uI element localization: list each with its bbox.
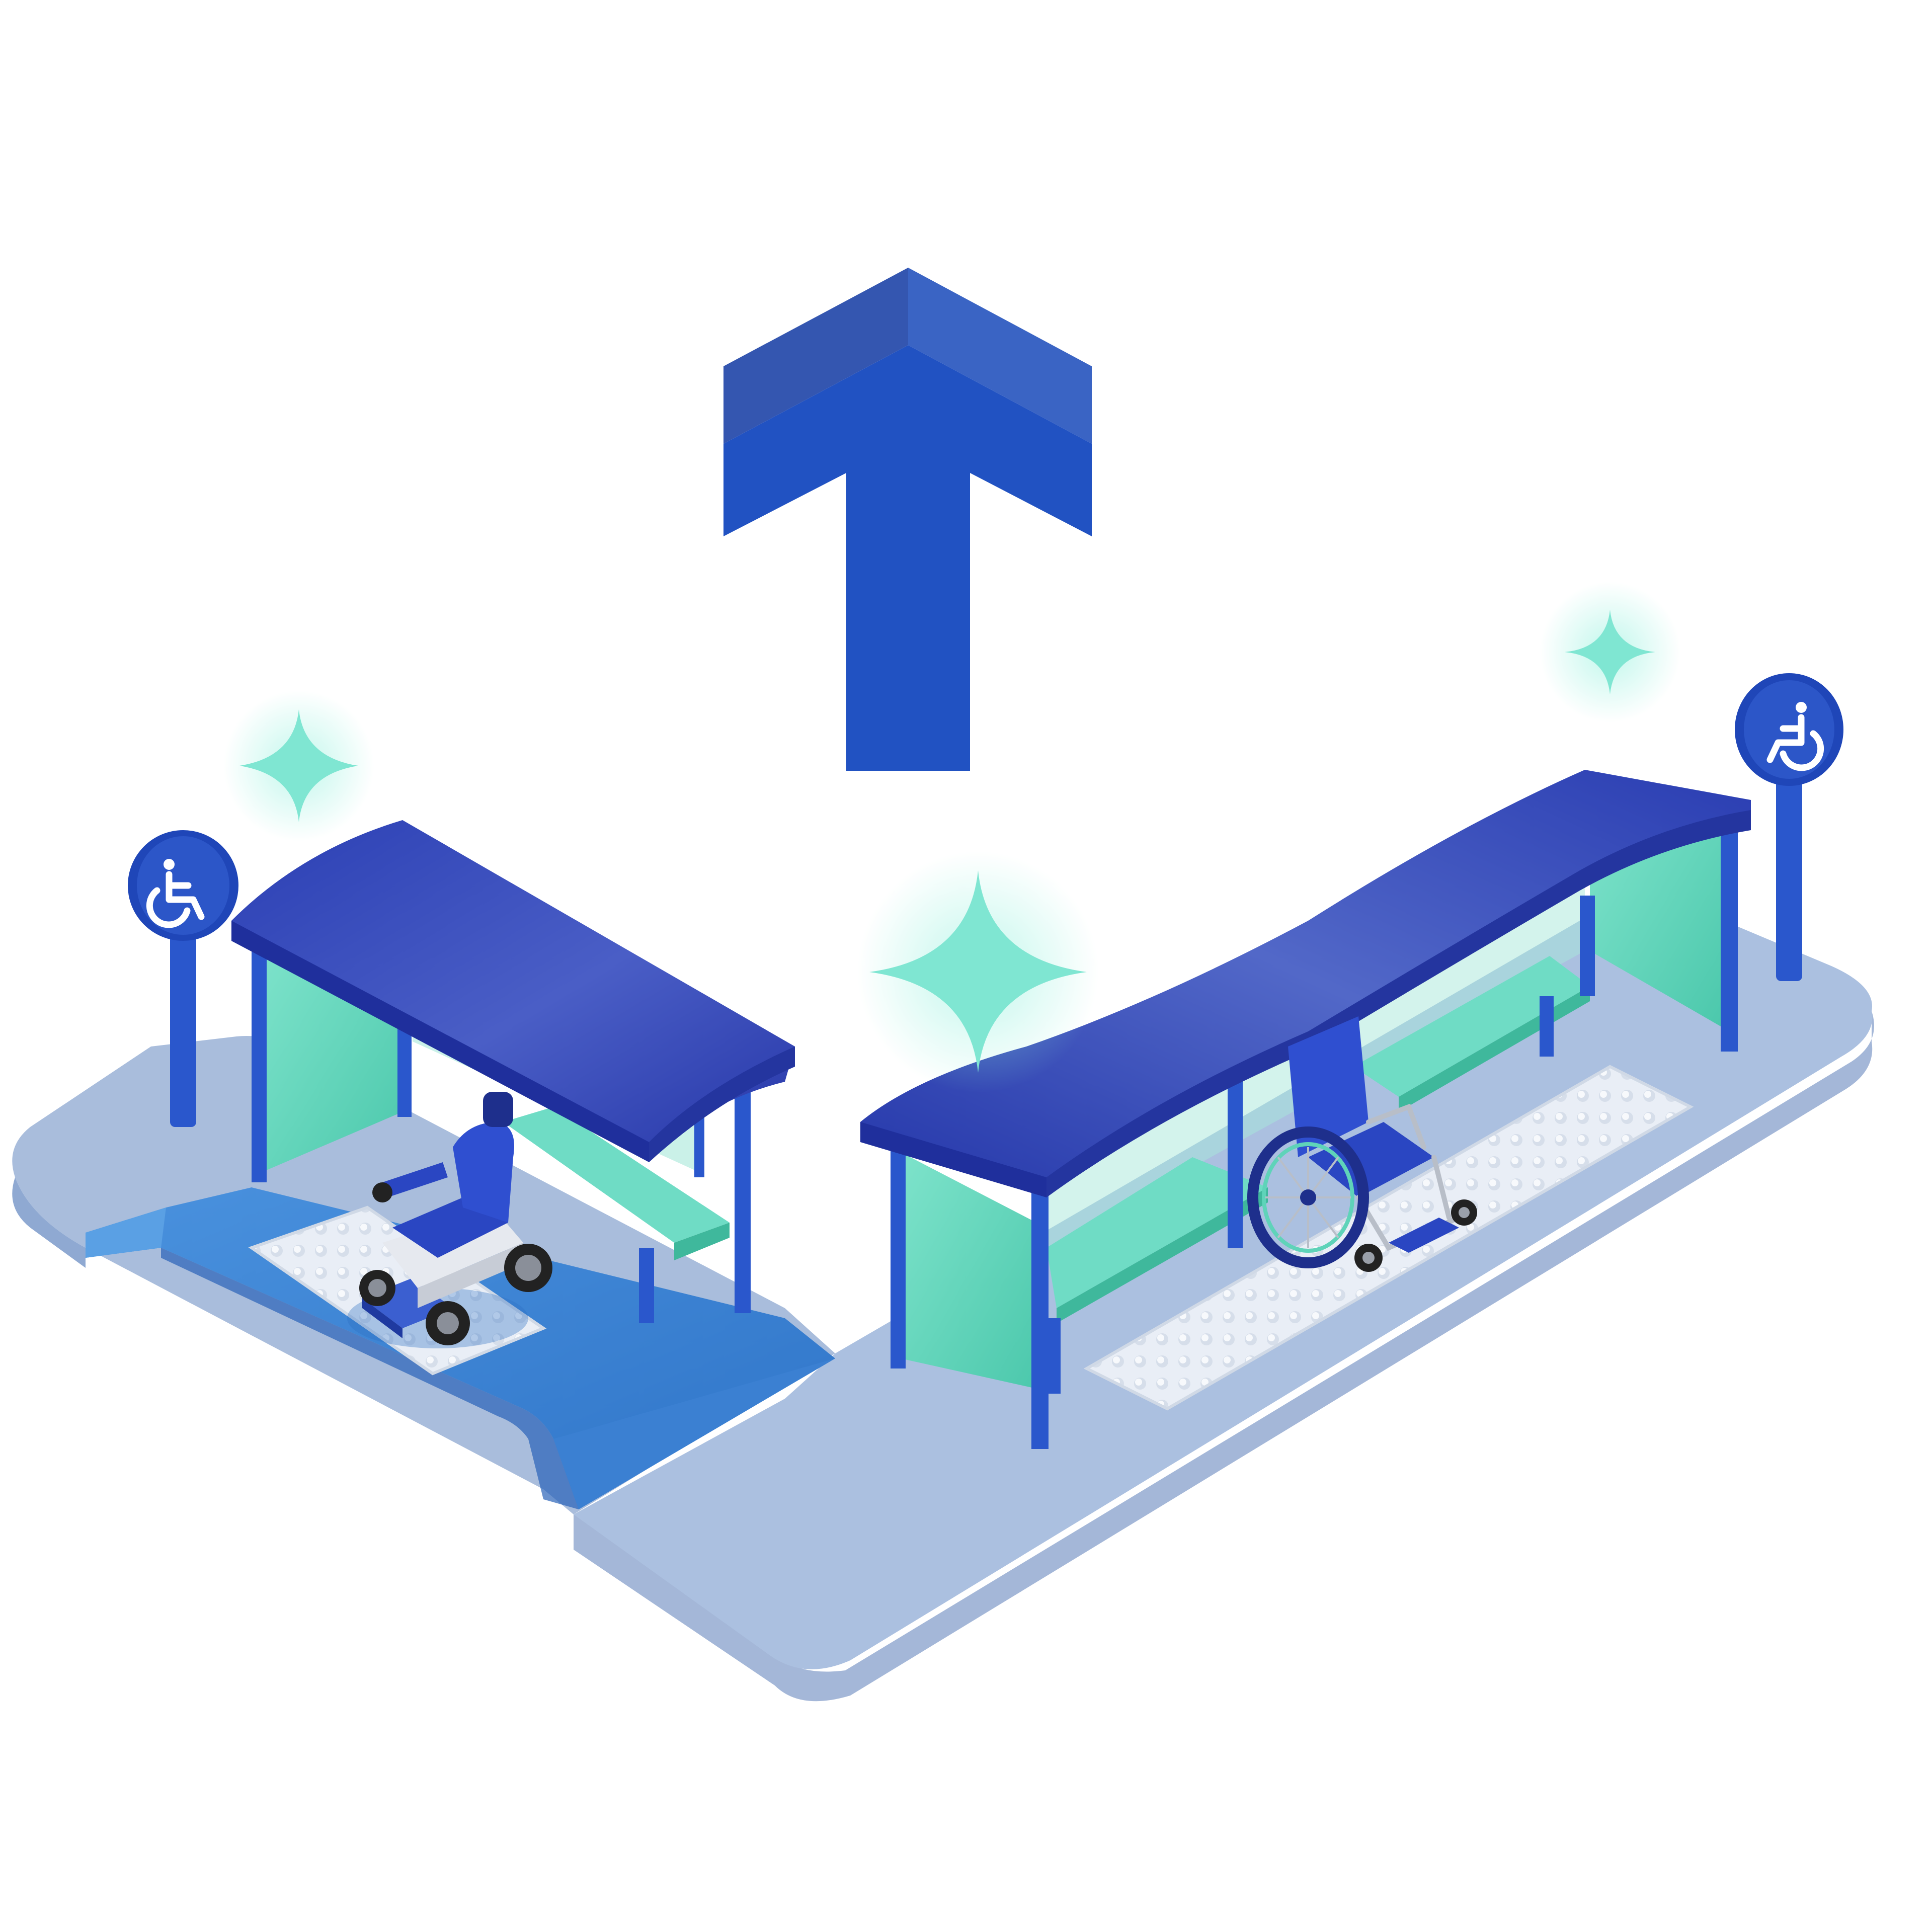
wheelchair-sign-right <box>1735 673 1843 981</box>
shelter-right-post-front <box>1031 1157 1049 1449</box>
sparkle-icon <box>1540 582 1680 722</box>
sign-post-left <box>170 926 196 1127</box>
bus-shelter-left <box>231 820 795 1323</box>
platform <box>12 886 1874 1702</box>
wheelchair-symbol-icon <box>1766 702 1824 771</box>
shelter-left-bench <box>503 1107 730 1243</box>
shelter-left-side-glass <box>262 946 403 1172</box>
up-arrow-icon <box>723 268 1092 771</box>
sign-post-right <box>1776 770 1802 981</box>
shelter-right-post-end <box>1721 805 1738 1052</box>
shelter-left-roof <box>231 820 795 1157</box>
wheelchair-sign-left <box>128 830 238 1127</box>
arrow-front-face <box>723 345 1092 771</box>
platform-left-edge <box>12 1177 86 1268</box>
shelter-right-front-bench <box>1046 1157 1268 1308</box>
manual-wheelchair-icon <box>1247 1016 1477 1272</box>
manual-wheelchair-big-wheel <box>1247 1126 1369 1268</box>
ramp-slope-front <box>553 1358 835 1509</box>
shelter-left-post-front <box>735 1082 751 1313</box>
shelter-right-post-mid <box>1228 1077 1243 1248</box>
ramp-slope-left <box>86 1208 166 1258</box>
ramp-shadow <box>161 1248 579 1509</box>
wheelchair-symbol-icon <box>146 859 205 928</box>
sparkle-icon <box>857 851 1099 1093</box>
shelter-right-roof <box>860 770 1751 1182</box>
arrow-top-left-face <box>723 268 908 444</box>
platform-right-edge <box>574 1011 1874 1702</box>
shelter-right-post-left <box>891 1137 906 1369</box>
shelter-right-back-bench <box>1353 956 1590 1097</box>
power-wheelchair-icon <box>347 1092 552 1348</box>
platform-right-top <box>574 886 1873 1669</box>
shelter-right-front-glass <box>901 1152 1036 1389</box>
shelter-left-post-back <box>252 941 267 1182</box>
arrow-top-right-face <box>908 268 1092 444</box>
shelter-right-post-back <box>1580 896 1595 996</box>
sparkle-icon <box>223 690 374 841</box>
